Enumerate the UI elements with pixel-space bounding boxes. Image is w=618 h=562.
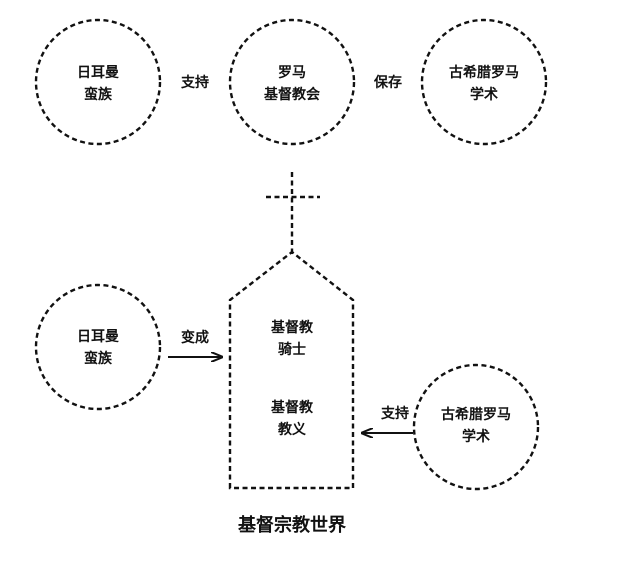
node-top-classical-learning-line1: 古希腊罗马 bbox=[449, 64, 519, 81]
node-bottom-germanic-line1: 日耳曼 bbox=[77, 329, 119, 345]
node-top-classical-learning-circle bbox=[420, 18, 548, 146]
edge-bottom-support-label: 支持 bbox=[380, 405, 409, 422]
diagram-caption: 基督宗教世界 bbox=[237, 514, 346, 536]
node-bottom-classical-learning: 古希腊罗马 学术 bbox=[412, 363, 540, 491]
node-bottom-classical-learning-line1: 古希腊罗马 bbox=[441, 406, 511, 423]
node-bottom-germanic-circle bbox=[34, 283, 162, 411]
node-top-germanic-line1: 日耳曼 bbox=[77, 65, 119, 81]
church-building: 基督教 骑士 基督教 教义 bbox=[228, 250, 355, 490]
node-top-roman-church-line2: 基督教会 bbox=[264, 86, 321, 103]
node-top-roman-church-circle bbox=[228, 18, 356, 146]
node-top-roman-church: 罗马 基督教会 bbox=[228, 18, 356, 146]
node-top-germanic-line2: 蛮族 bbox=[84, 86, 113, 103]
node-bottom-germanic-line2: 蛮族 bbox=[84, 350, 113, 367]
node-bottom-germanic: 日耳曼 蛮族 bbox=[34, 283, 162, 411]
node-top-germanic: 日耳曼 蛮族 bbox=[34, 18, 162, 146]
cross-icon bbox=[266, 172, 320, 252]
node-top-classical-learning-line2: 学术 bbox=[470, 86, 498, 103]
node-bottom-classical-learning-circle bbox=[412, 363, 540, 491]
node-top-classical-learning: 古希腊罗马 学术 bbox=[420, 18, 548, 146]
node-top-roman-church-line1: 罗马 bbox=[278, 65, 306, 81]
edge-bottom-become-label: 变成 bbox=[181, 329, 209, 346]
church-doctrine-line2: 教义 bbox=[278, 421, 306, 438]
node-bottom-classical-learning-line2: 学术 bbox=[462, 428, 490, 445]
edge-top-support-label: 支持 bbox=[180, 74, 209, 91]
node-top-germanic-circle bbox=[34, 18, 162, 146]
church-knights-line1: 基督教 bbox=[271, 319, 314, 336]
church-doctrine-line1: 基督教 bbox=[271, 399, 314, 416]
edge-top-preserve-label: 保存 bbox=[373, 74, 402, 91]
church-knights-line2: 骑士 bbox=[278, 341, 306, 358]
church-outline bbox=[228, 250, 355, 490]
